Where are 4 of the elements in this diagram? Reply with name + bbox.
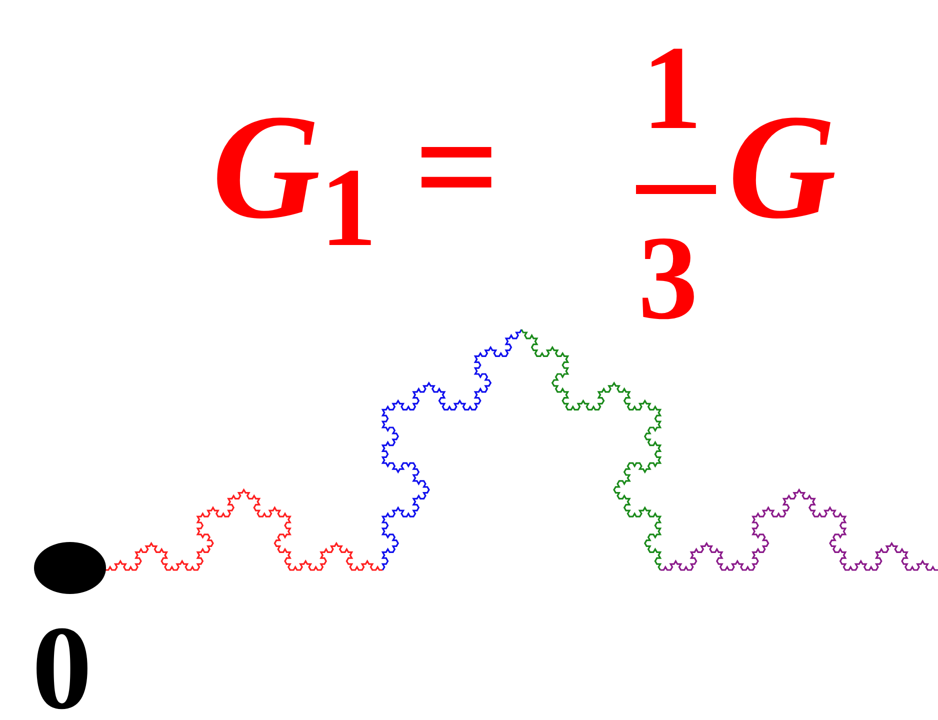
formula-variable: G	[728, 92, 836, 242]
origin-label: 0	[32, 608, 92, 720]
fraction-numerator: 1	[642, 28, 702, 148]
fraction-denominator: 3	[638, 218, 698, 338]
